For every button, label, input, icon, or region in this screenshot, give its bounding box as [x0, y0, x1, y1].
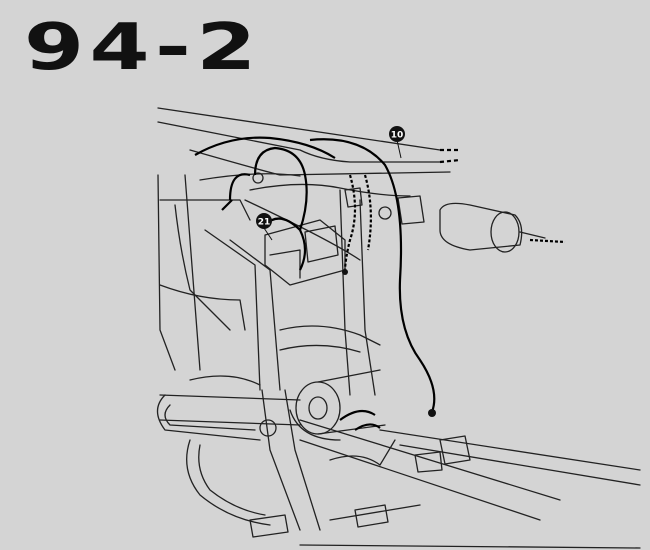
wire-terminal-icon — [342, 269, 348, 275]
frame-linework — [156, 107, 641, 549]
callout-label: 10 — [391, 131, 404, 141]
wiring-harness — [194, 136, 566, 431]
callout-10: 10 — [389, 126, 405, 159]
callout-label: 21 — [258, 218, 271, 228]
figure-title: 94-2 — [24, 11, 262, 85]
callout-21: 21 — [256, 213, 273, 241]
wire-terminal-icon — [428, 409, 436, 417]
